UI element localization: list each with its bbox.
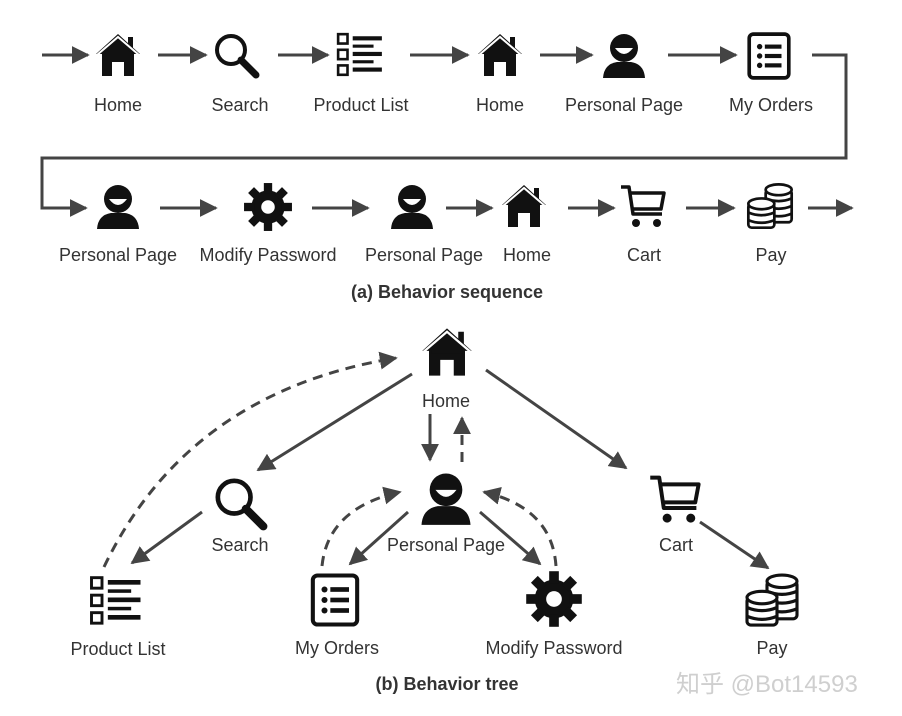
user-icon <box>97 185 139 229</box>
tree-label-my-orders: My Orders <box>294 638 380 658</box>
watermark: 知乎 @Bot14593 <box>676 671 858 698</box>
tree-label-pay: Pay <box>756 638 788 658</box>
home-icon <box>95 33 141 77</box>
sequence-connector <box>40 53 848 217</box>
tree-solid-arrows <box>130 368 770 570</box>
seq-label-cart: Cart <box>626 245 662 265</box>
user-icon <box>391 185 433 229</box>
tree-section <box>90 327 799 627</box>
search-icon <box>218 481 264 526</box>
tree-label-modify-password: Modify Password <box>485 638 623 658</box>
gear-icon <box>244 183 292 231</box>
seq-label-home: Home <box>502 245 552 265</box>
tree-label-personal-page: Personal Page <box>386 535 506 555</box>
seq-label-pay: Pay <box>755 245 787 265</box>
cart-icon <box>648 475 701 525</box>
caption-tree: (b) Behavior tree <box>375 674 519 694</box>
orders-icon <box>313 576 357 625</box>
caption-sequence: (a) Behavior sequence <box>350 282 544 302</box>
tree-label-search: Search <box>211 535 269 555</box>
seq-label-my-orders: My Orders <box>728 95 814 115</box>
cart-icon <box>619 185 666 229</box>
home-icon <box>501 184 547 228</box>
home-icon <box>421 327 473 377</box>
tree-label-product-list: Product List <box>70 639 166 659</box>
seq-label-modify-password: Modify Password <box>199 245 337 265</box>
tree-label-cart: Cart <box>658 535 694 555</box>
home-icon <box>477 33 523 77</box>
search-icon <box>217 36 256 75</box>
coins-icon <box>746 182 794 230</box>
list-icon <box>336 32 384 77</box>
seq-label-personal-page: Personal Page <box>58 245 178 265</box>
seq-label-personal-page: Personal Page <box>564 95 684 115</box>
coins-icon <box>745 573 799 627</box>
seq-label-home: Home <box>475 95 525 115</box>
orders-icon <box>747 32 791 80</box>
gear-icon <box>526 571 582 627</box>
tree-dashed-arrows <box>102 351 558 568</box>
seq-label-product-list: Product List <box>313 95 409 115</box>
seq-label-home: Home <box>93 95 143 115</box>
list-icon <box>90 576 142 625</box>
seq-label-search: Search <box>211 95 269 115</box>
seq-label-personal-page: Personal Page <box>364 245 484 265</box>
user-icon <box>421 473 471 525</box>
sequence-section <box>40 32 854 231</box>
user-icon <box>603 34 645 78</box>
tree-label-home: Home <box>421 391 471 411</box>
